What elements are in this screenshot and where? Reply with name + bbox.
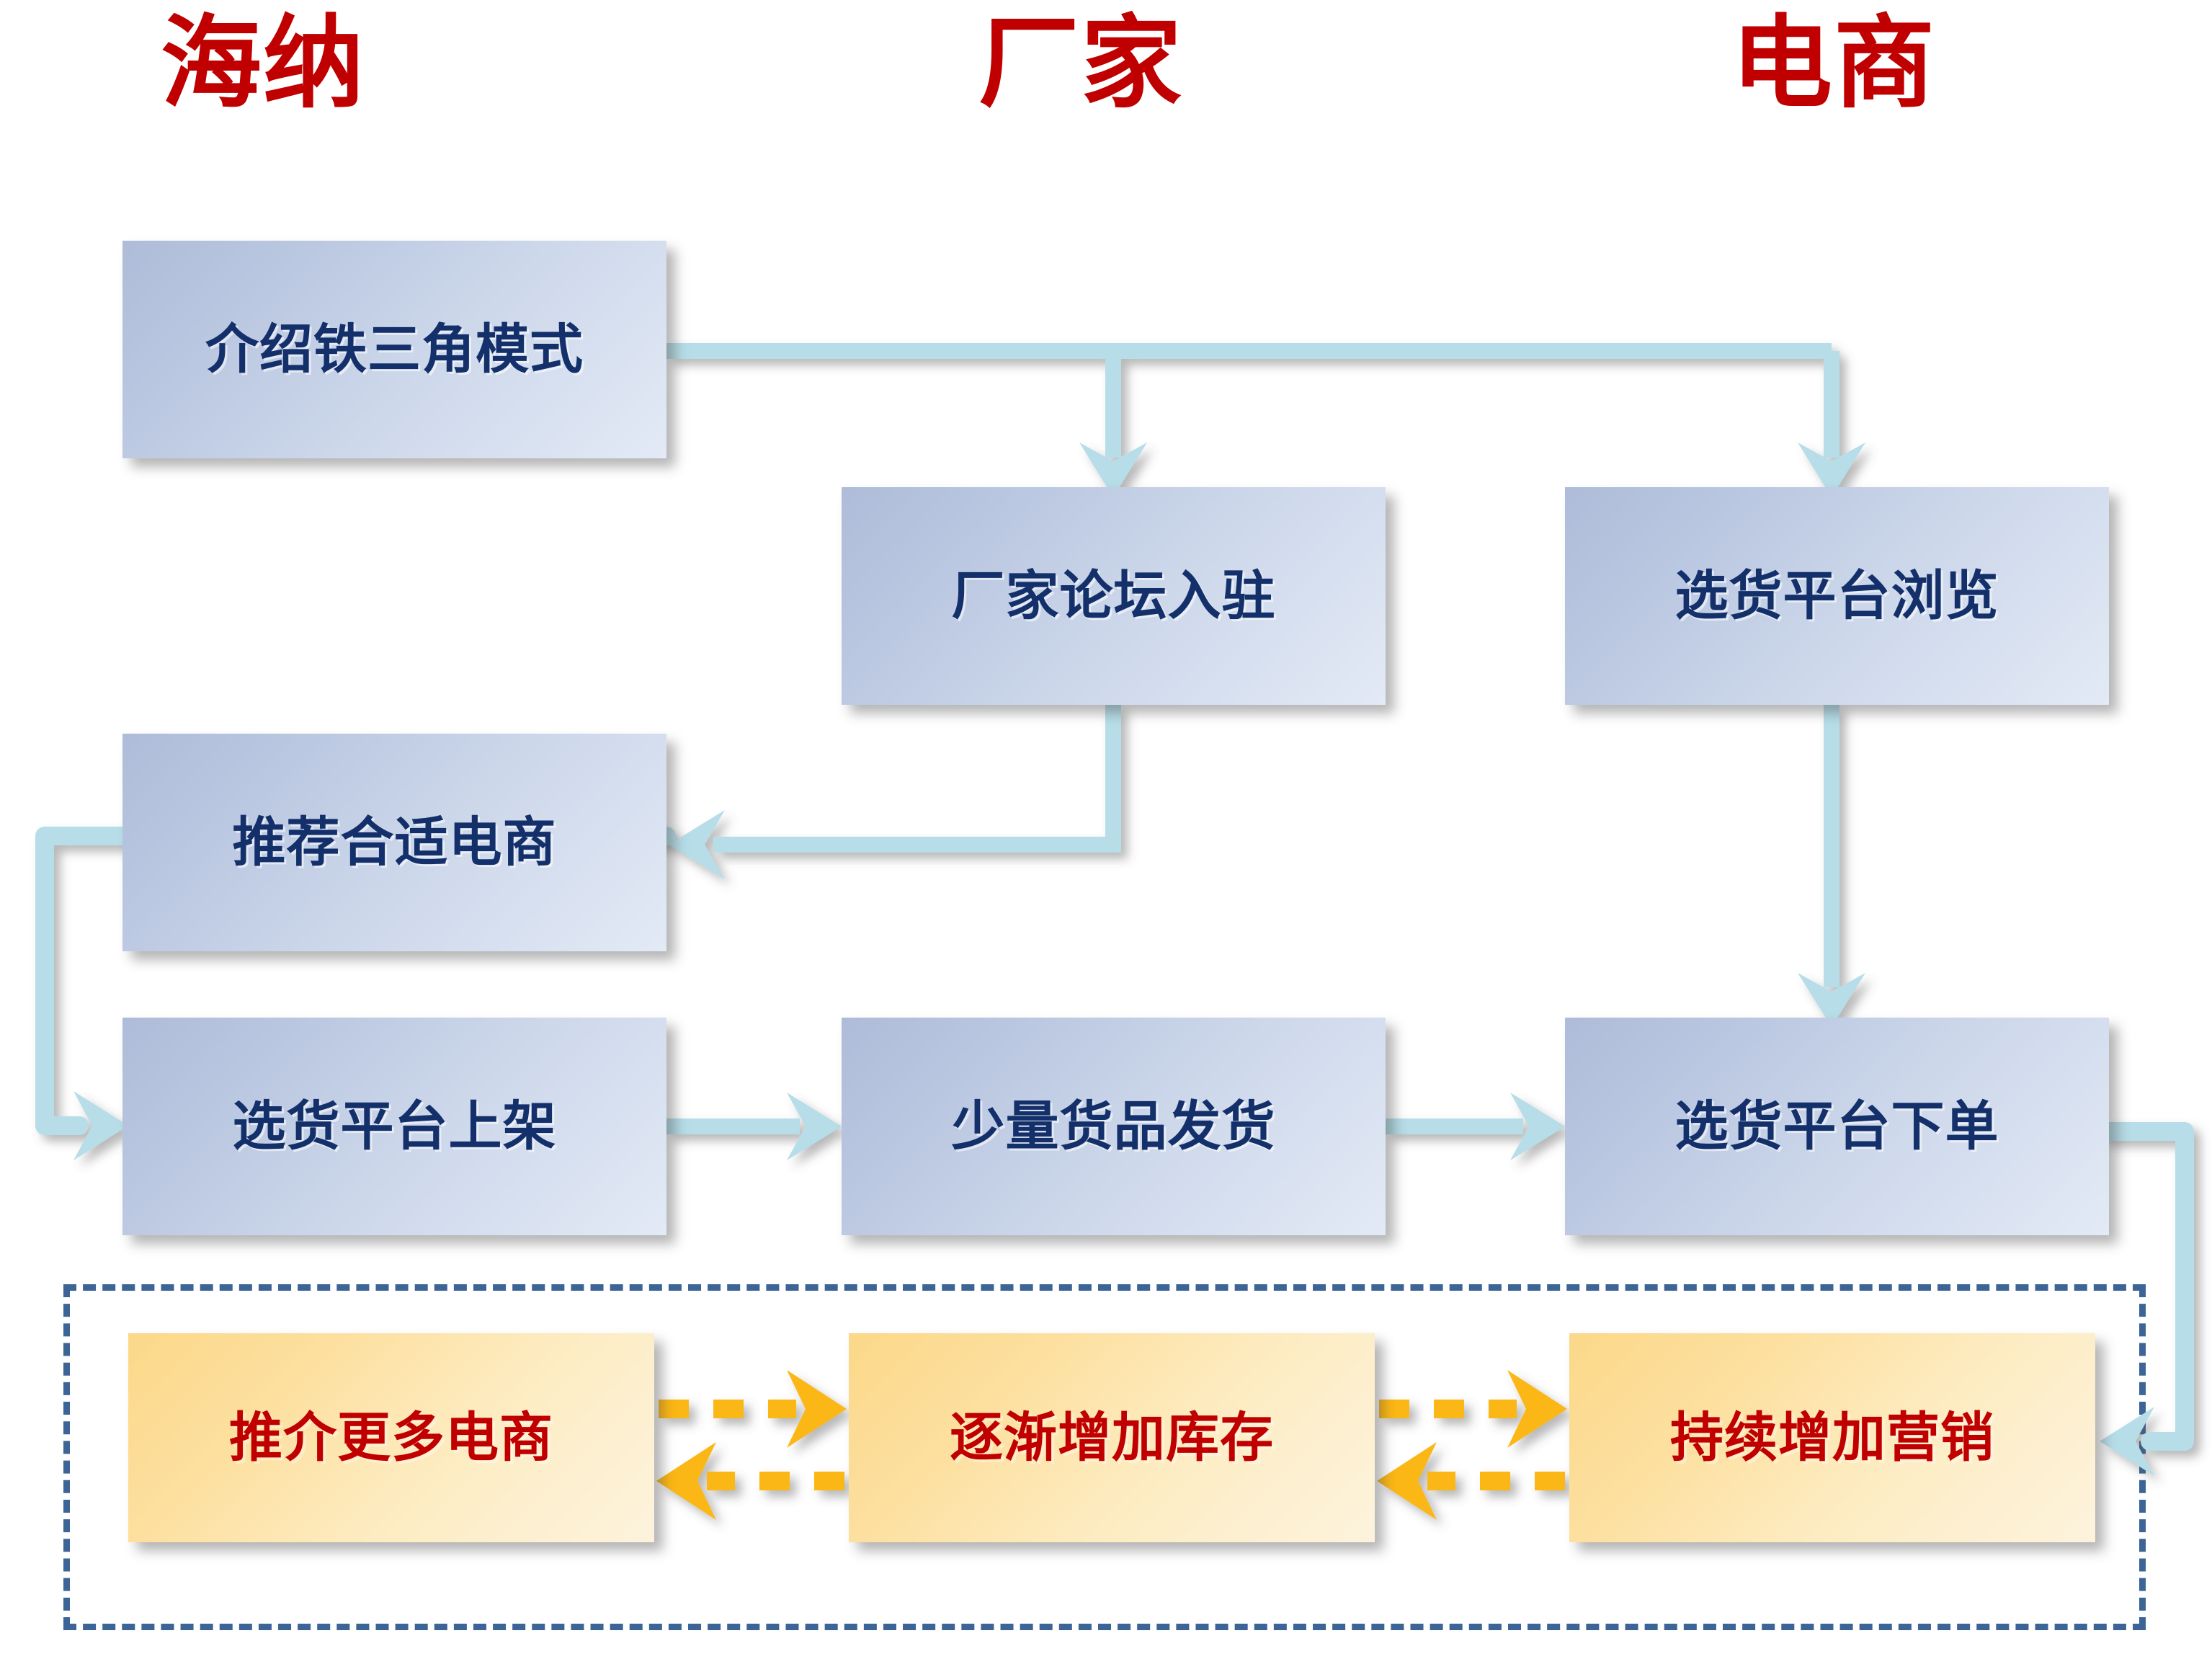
arrowhead-small-batch-shipping — [787, 1093, 842, 1160]
node-platform-listing[interactable]: 选货平台上架 — [122, 1018, 666, 1235]
column-header-ecommerce: 电商 — [1731, 6, 1936, 120]
column-header-factory: 厂家 — [978, 6, 1183, 120]
node-gradually-increase-stock[interactable]: 逐渐增加库存 — [849, 1333, 1375, 1542]
arrowhead-platform-order — [1510, 1093, 1565, 1160]
node-factory-forum-entry[interactable]: 厂家论坛入驻 — [842, 487, 1386, 705]
node-continuous-marketing[interactable]: 持续增加营销 — [1569, 1333, 2095, 1542]
node-label: 逐渐增加库存 — [950, 1407, 1274, 1467]
node-label: 选货平台浏览 — [1674, 566, 1999, 626]
node-label: 推荐合适电商 — [232, 812, 557, 872]
node-label: 持续增加营销 — [1670, 1407, 1994, 1467]
arrowhead-recommend-ecommerce — [669, 810, 725, 879]
edge-factory-forum-to-recommend — [713, 705, 1121, 853]
node-label: 厂家论坛入驻 — [951, 566, 1276, 626]
column-header-haina: 海纳 — [160, 6, 365, 120]
node-platform-browse[interactable]: 选货平台浏览 — [1565, 487, 2109, 705]
node-label: 推介更多电商 — [229, 1407, 553, 1467]
arrowhead-platform-listing — [73, 1091, 128, 1160]
node-label: 选货平台上架 — [232, 1096, 557, 1156]
node-recommend-ecommerce[interactable]: 推荐合适电商 — [122, 734, 666, 951]
node-label: 介绍铁三角模式 — [205, 319, 584, 379]
node-label: 少量货品发货 — [951, 1096, 1276, 1156]
node-intro-iron-triangle[interactable]: 介绍铁三角模式 — [122, 241, 666, 458]
node-platform-order[interactable]: 选货平台下单 — [1565, 1018, 2109, 1235]
node-promote-more-ecommerce[interactable]: 推介更多电商 — [128, 1333, 654, 1542]
node-label: 选货平台下单 — [1674, 1096, 1999, 1156]
node-small-batch-shipping[interactable]: 少量货品发货 — [842, 1018, 1386, 1235]
